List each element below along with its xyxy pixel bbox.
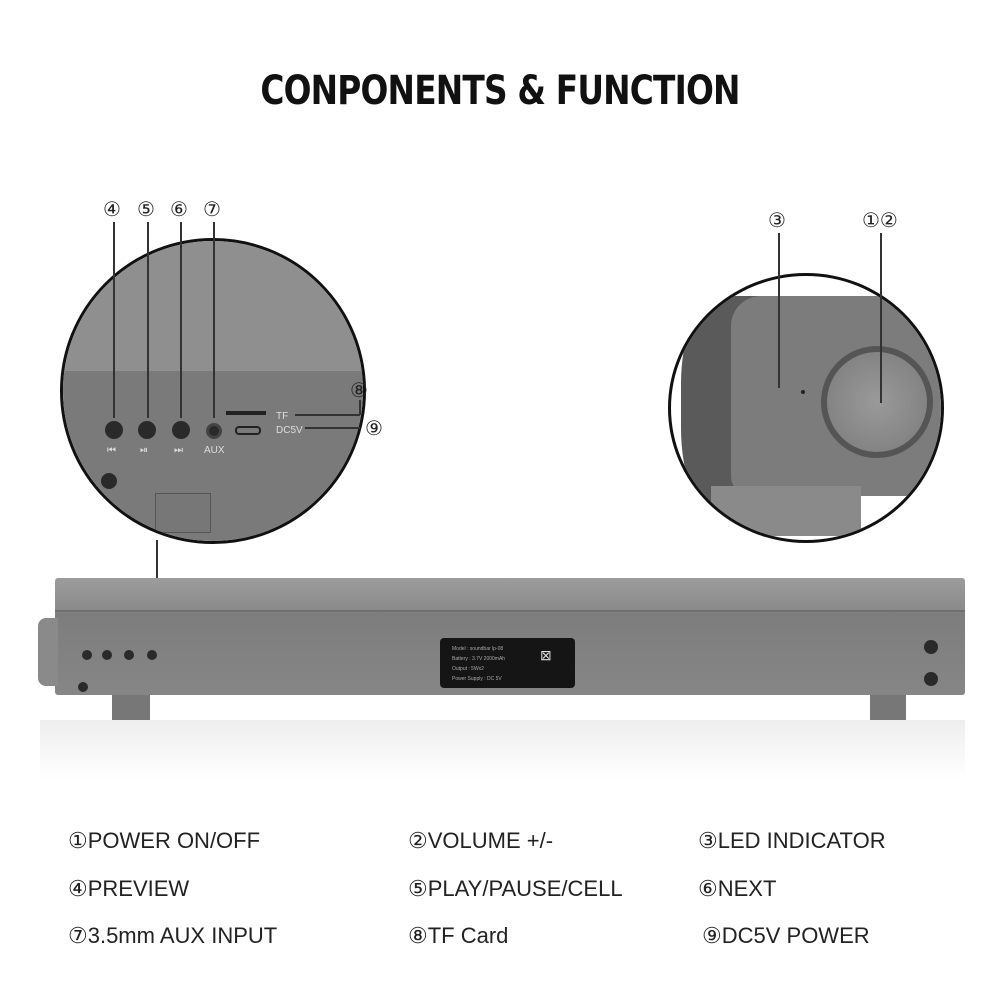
tf-slot [226, 411, 266, 415]
spec-plate: Model : soundbar lp-08 Battery : 3.7V 20… [440, 638, 575, 688]
page-title: CONPONENTS & FUNCTION [260, 68, 740, 114]
next-label: ⏭ [174, 445, 183, 456]
legend-dc5v: ⑨DC5V POWER [702, 923, 870, 948]
preview-button [105, 421, 123, 439]
play-label: ⏯ [140, 445, 148, 456]
callout-9: ⑨ [365, 416, 383, 440]
legend-led: ③LED INDICATOR [698, 828, 886, 853]
legend-aux: ⑦3.5mm AUX INPUT [68, 923, 278, 948]
callout-5: ⑤ [137, 197, 155, 221]
spec-power: Power Supply : DC 5V [452, 676, 502, 682]
soundbar: Model : soundbar lp-08 Battery : 3.7V 20… [55, 578, 965, 695]
legend-play: ⑤PLAY/PAUSE/CELL [408, 876, 623, 901]
legend-power: ①POWER ON/OFF [68, 828, 261, 853]
legend-tf: ⑧TF Card [408, 923, 509, 948]
legend-preview: ④PREVIEW [68, 876, 190, 901]
legend-next: ⑥NEXT [698, 876, 777, 901]
dc5v-label: DC5V [276, 425, 303, 436]
spec-battery: Battery : 3.7V 2000mAh [452, 656, 506, 662]
callout-4: ④ [103, 197, 121, 221]
callout-8: ⑧ [350, 378, 368, 402]
right-zoom-panel [668, 273, 944, 543]
aux-jack [206, 423, 222, 439]
legend-volume: ②VOLUME +/- [408, 828, 554, 853]
next-button [172, 421, 190, 439]
callout-1-2: ①② [862, 208, 898, 232]
callout-7: ⑦ [203, 197, 221, 221]
volume-knob [821, 346, 933, 458]
tf-label: TF [276, 411, 289, 422]
prev-label: ⏮ [107, 445, 116, 456]
play-pause-button [138, 421, 156, 439]
power-jack [101, 473, 117, 489]
spec-model: Model : soundbar lp-08 [452, 646, 504, 652]
spec-output: Output : 5Wx2 [452, 666, 484, 672]
led-indicator [801, 390, 805, 394]
callout-6: ⑥ [170, 197, 188, 221]
callout-3: ③ [768, 208, 786, 232]
weee-recycle-icon: ⊠ [540, 647, 552, 663]
usb-port [235, 426, 261, 435]
soundbar-end-cap [38, 618, 58, 686]
aux-label: AUX [204, 445, 225, 456]
